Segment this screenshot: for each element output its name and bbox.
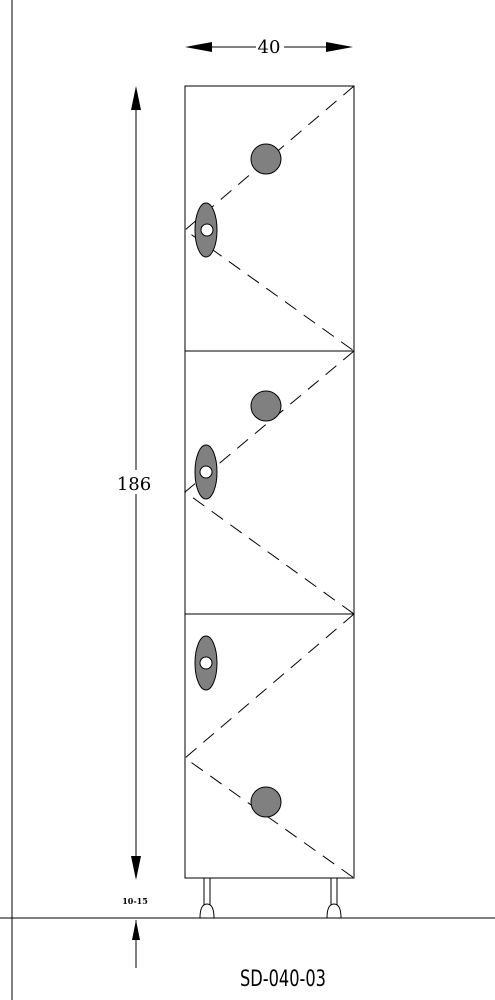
door-bottom (184, 613, 355, 879)
door-opening-lines (184, 85, 355, 352)
door-opening-lines (184, 613, 355, 879)
handle-hole (200, 223, 214, 237)
width-dimension: 40 (185, 36, 353, 58)
height-label: 186 (117, 474, 151, 495)
handle-hole (199, 465, 213, 479)
knob (250, 390, 282, 422)
leg-right (326, 877, 342, 919)
height-dimension: 186 (116, 86, 156, 880)
leg-dimension: 10-15 (122, 896, 148, 968)
handle-hole (199, 656, 213, 670)
door-middle (184, 350, 355, 615)
model-code: SD-040-03 (240, 967, 326, 992)
knob (250, 143, 282, 175)
width-label: 40 (258, 37, 281, 58)
door-opening-lines (184, 350, 355, 615)
door-top (184, 85, 355, 352)
knob (250, 786, 282, 818)
leg-left (199, 877, 215, 919)
leg-label: 10-15 (122, 896, 148, 906)
